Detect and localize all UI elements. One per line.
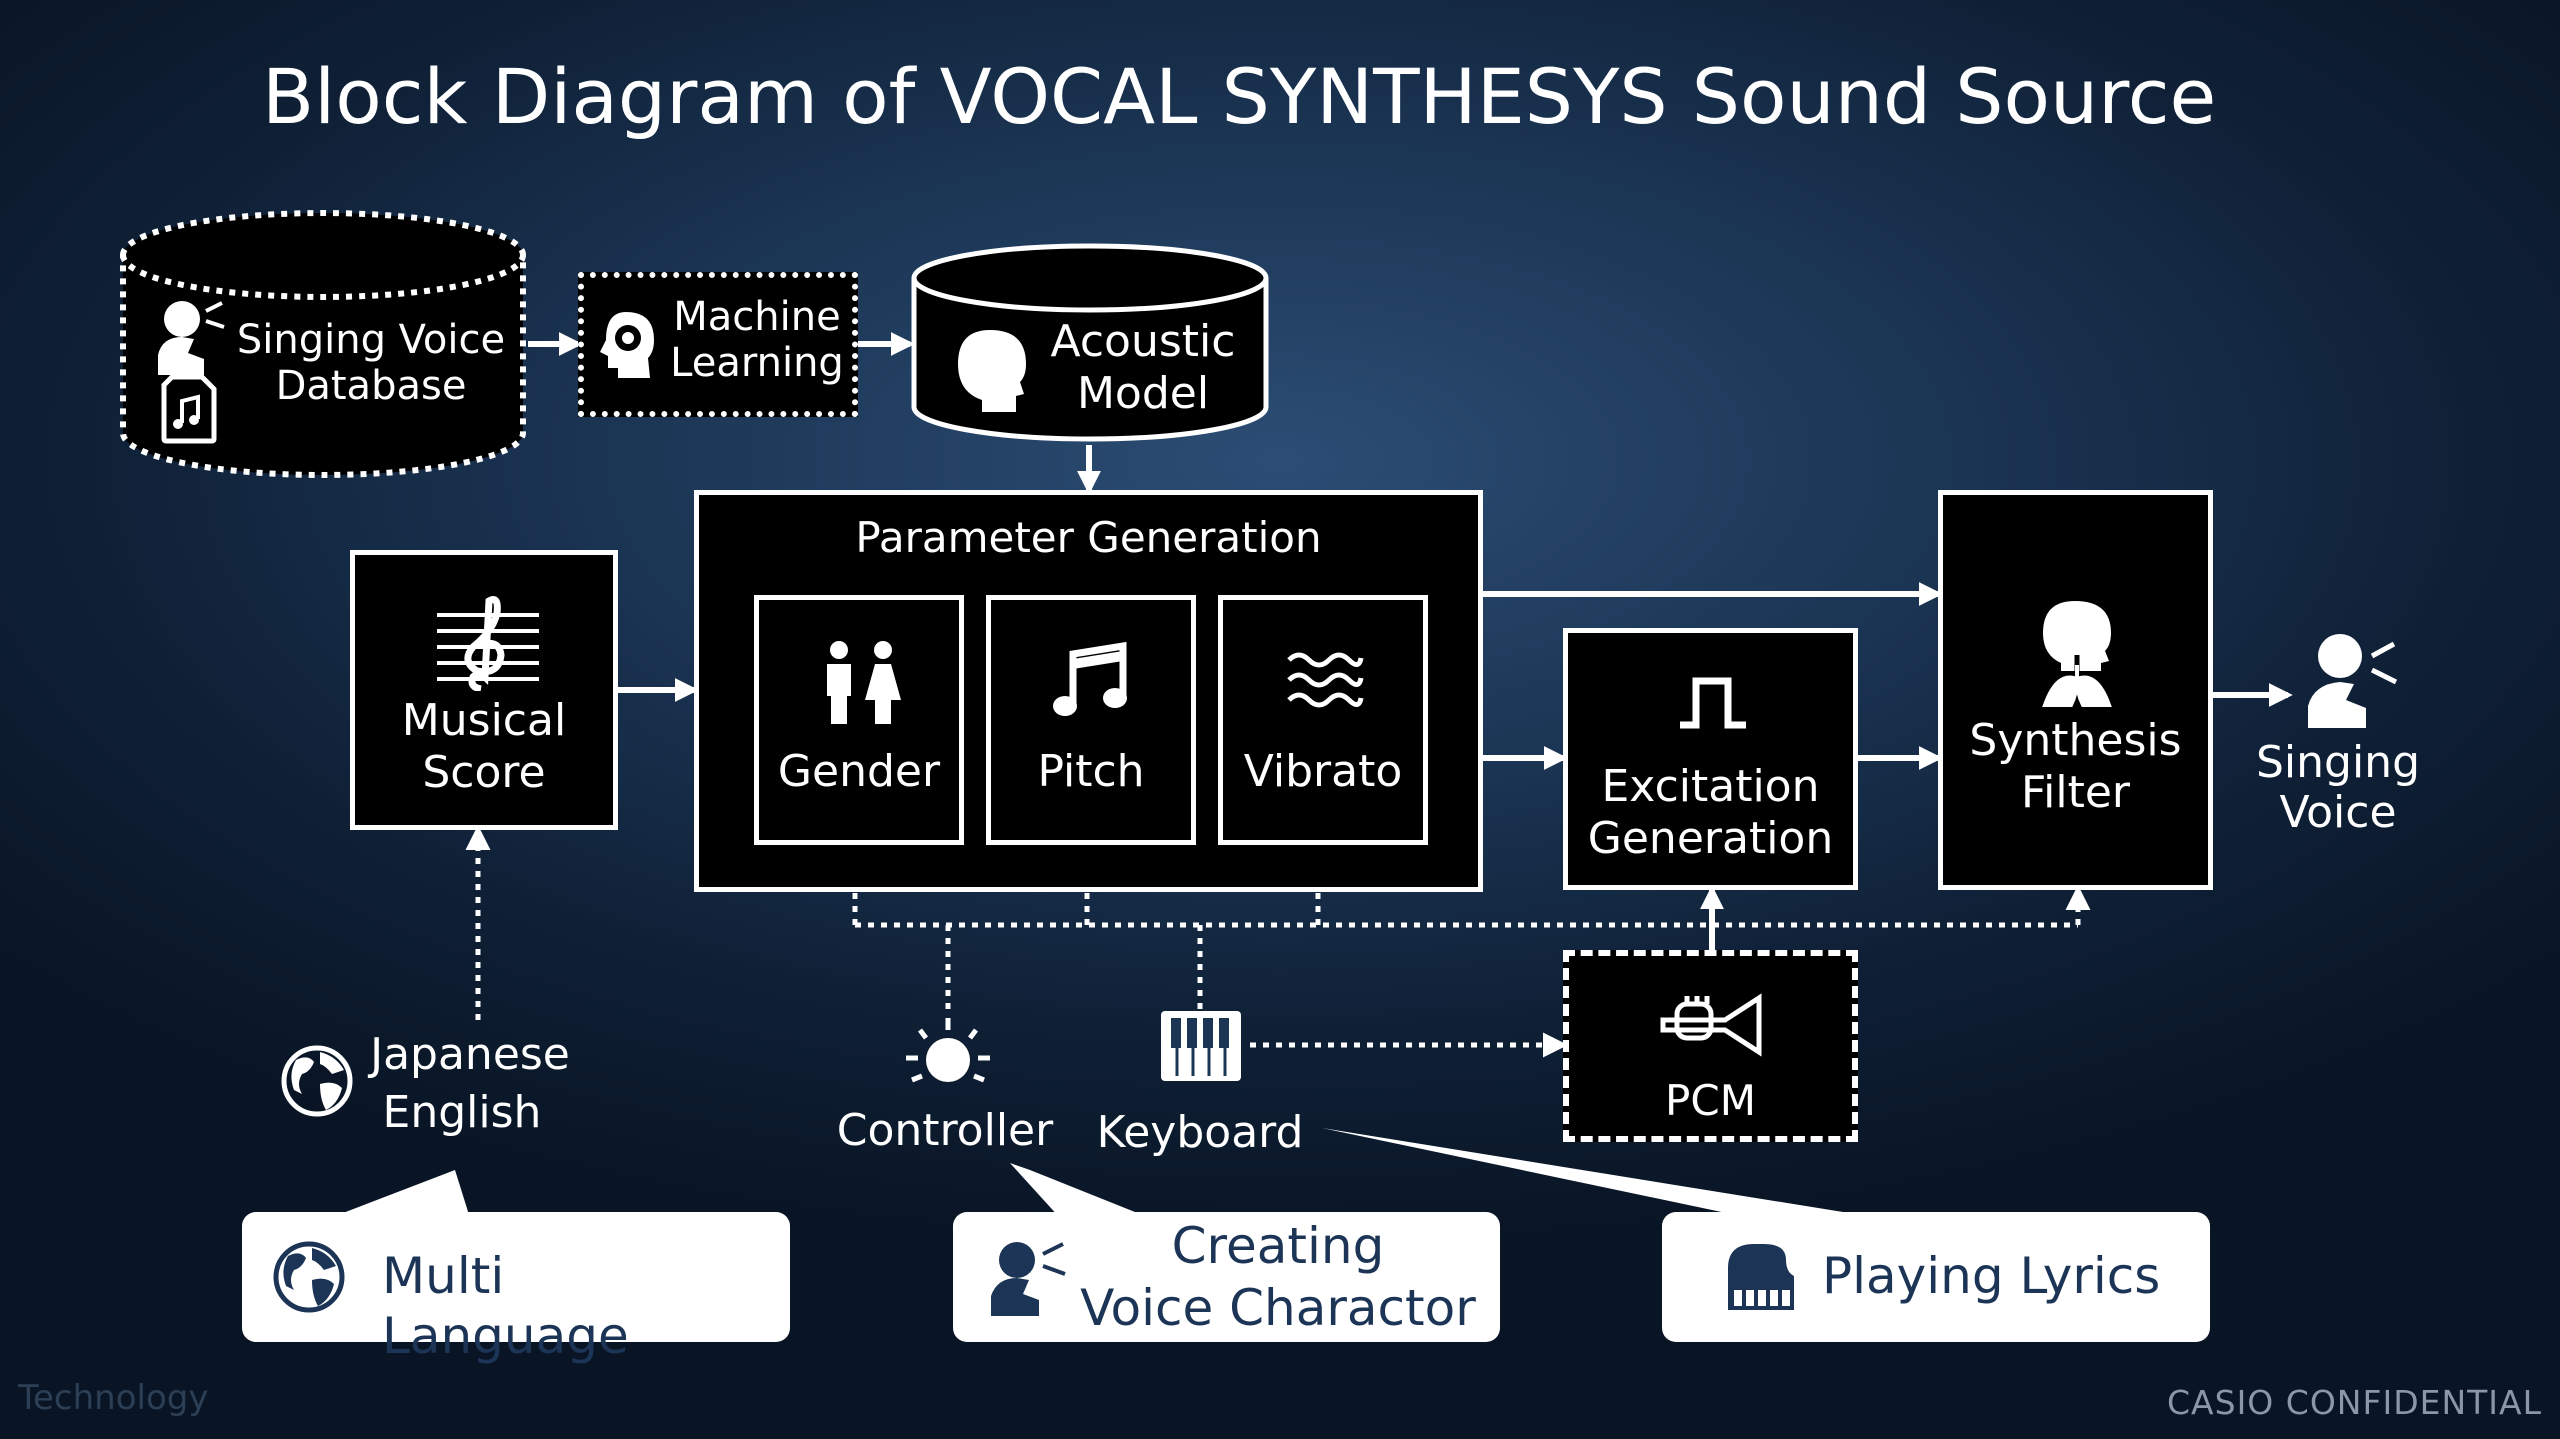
pitch-label: Pitch [1037,746,1145,797]
gear-head-icon [600,312,654,378]
database-cylinder-shape [120,210,526,478]
excitation-label-line2: Generation [1587,813,1834,864]
excitation-label-line1: Excitation [1601,761,1820,812]
languages-label: Japanese English [360,1026,580,1142]
trumpet-icon [1660,993,1762,1057]
callout-globe-icon [273,1241,345,1313]
filter-label-line2: Filter [2021,767,2130,818]
vibrato-label: Vibrato [1243,746,1403,797]
callout-pointers [330,1128,1880,1218]
acoustic-label-line1: Acoustic [1050,316,1236,367]
parameter-generation-title: Parameter Generation [855,513,1322,562]
gender-icon [827,641,901,724]
callout-creating-voice: Creating Voice Charactor [953,1212,1500,1342]
music-note-icon [1053,642,1127,716]
database-label-line1: Singing Voice [236,317,506,363]
controller-label: Controller [836,1105,1054,1156]
wave-icon [1287,652,1364,708]
vibrato-box: Vibrato [1218,595,1428,845]
playing-lyrics-text: Playing Lyrics [1822,1247,2161,1305]
pointer-playing-lyrics [1322,1128,1880,1218]
solid-arrows [528,332,2293,950]
page-title: Block Diagram of VOCAL SYNTHESYS Sound S… [262,52,2217,141]
head-silhouette-icon [958,330,1026,412]
score-label-line2: Score [422,747,546,798]
callout-playing-lyrics: Playing Lyrics [1662,1212,2210,1342]
keyboard-label: Keyboard [1096,1107,1304,1158]
singing-voice-output: Singing Voice [2248,734,2428,842]
piano-icon [1728,1244,1794,1310]
globe-icon [281,1045,353,1117]
synthesis-filter-box: Synthesis Filter [1938,490,2213,890]
music-file-icon [161,374,217,444]
pitch-box: Pitch [986,595,1196,845]
filter-label-line1: Synthesis [1969,715,2182,766]
singing-voice-line2: Voice [2279,787,2397,838]
score-label-line1: Musical [401,695,567,746]
singing-voice-line1: Singing [2255,737,2420,788]
callout-singing-head-icon [991,1242,1066,1316]
callout-multi-language: Multi Language [242,1212,790,1365]
language-english: English [382,1087,542,1138]
pcm-box: PCM [1563,950,1858,1142]
keyboard-icon [1161,1011,1241,1081]
parameter-generation-box: Parameter Generation Gender Pitch Vibrat… [694,490,1483,892]
footer-technology: Technology [18,1378,209,1418]
machine-learning-box: Machine Learning [578,272,858,417]
pointer-multi-language [330,1170,470,1218]
controller-knob-icon [906,1018,990,1083]
acoustic-label-line2: Model [1076,368,1210,419]
excitation-generation-box: Excitation Generation [1563,628,1858,890]
pointer-creating-voice [1010,1163,1150,1218]
gender-label: Gender [777,746,941,797]
musical-score-box: Musical Score [350,550,618,830]
multi-language-text: Multi Language [382,1247,629,1365]
throat-anatomy-icon [2042,601,2112,707]
database-label-line2: Database [275,363,467,409]
singing-head-icon [158,301,225,375]
singing-voice-icon [2308,634,2398,728]
ml-label-line2: Learning [670,340,844,386]
pcm-label: PCM [1665,1076,1756,1125]
acoustic-model: Acoustic Model [910,240,1270,445]
creating-voice-line1: Creating [1171,1217,1385,1275]
footer-confidential: CASIO CONFIDENTIAL [2167,1383,2542,1422]
ml-label-line1: Machine [673,294,841,340]
creating-voice-line2: Voice Charactor [1080,1279,1476,1337]
singing-voice-database: Singing Voice Database [118,205,528,483]
treble-clef-icon [437,596,539,691]
language-japanese: Japanese [370,1029,570,1080]
pulse-icon [1680,677,1746,729]
gender-box: Gender [754,595,964,845]
